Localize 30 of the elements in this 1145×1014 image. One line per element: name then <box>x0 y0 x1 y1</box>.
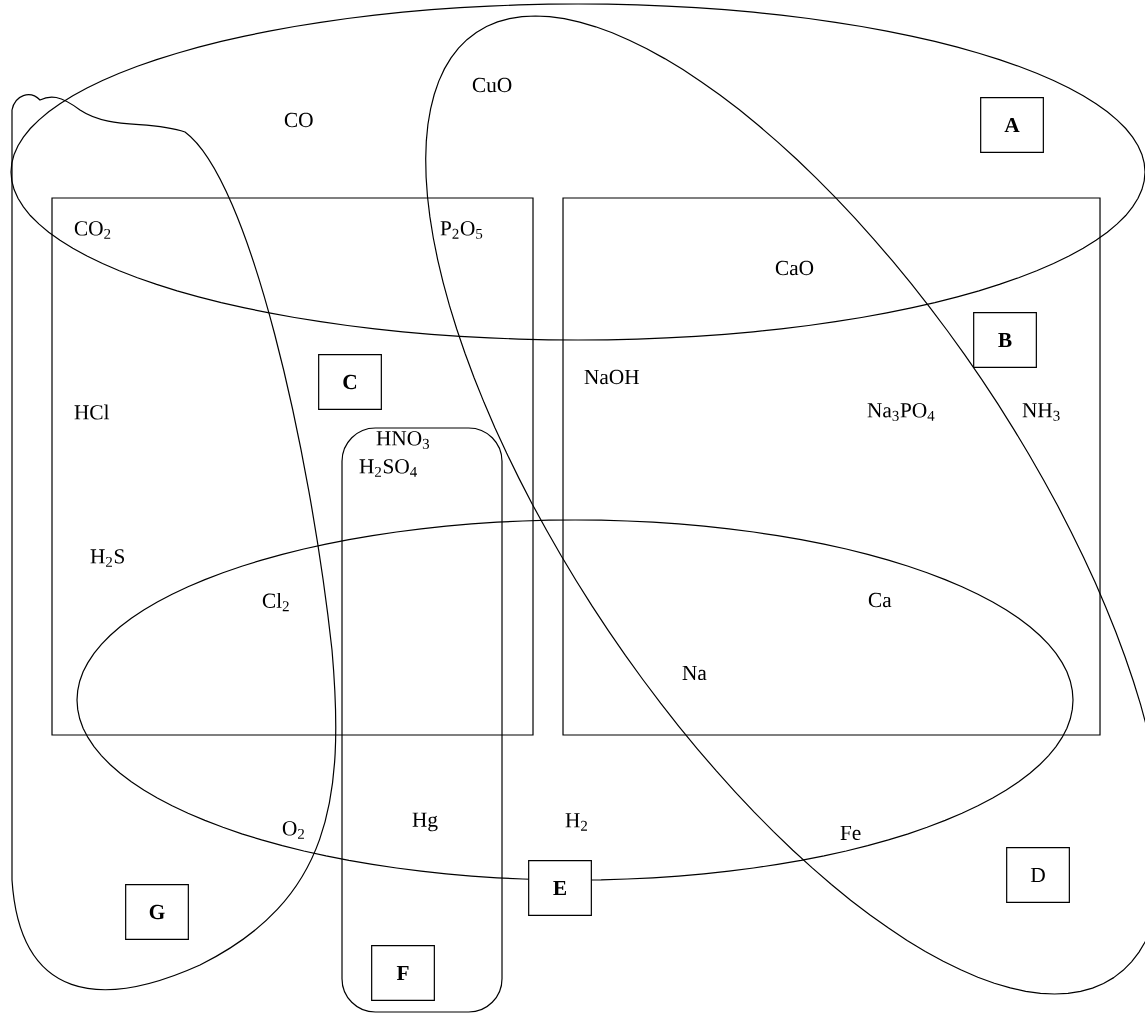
substance-label: CaO <box>775 260 814 276</box>
letter-box: E <box>528 860 592 916</box>
substance-label: Hg <box>412 812 438 832</box>
substance-label: P$_{2}$O$_{5}$ <box>440 221 483 239</box>
substance-label: Cl$_{2}$ <box>262 592 289 612</box>
letter-box: A <box>980 97 1044 153</box>
letter-box: F <box>371 945 435 1001</box>
substance-label: HNO$_{3}$ <box>376 431 430 449</box>
substance-label: H$_{2}$SO$_{4}$ <box>359 459 417 477</box>
substance-label: H$_{2}$S <box>90 549 124 567</box>
substance-label: Na <box>682 665 707 681</box>
set-outline <box>11 94 337 991</box>
substance-label: NaOH <box>584 369 639 385</box>
substance-label: HCl <box>74 404 110 420</box>
substance-label: CO <box>284 112 313 128</box>
letter-box: C <box>318 354 382 410</box>
set-outline <box>341 427 503 1013</box>
letter-box: B <box>973 312 1037 368</box>
substance-label: O$_{2}$ <box>282 821 304 839</box>
substance-label: Ca <box>868 592 892 608</box>
substance-label: Fe <box>840 825 861 841</box>
set-outline <box>76 519 1074 881</box>
letter-box: D <box>1006 847 1070 903</box>
substance-label: CO$_{2}$ <box>74 221 111 239</box>
set-outline <box>51 197 534 736</box>
substance-label: CuO <box>472 77 512 93</box>
letter-box: G <box>125 884 189 940</box>
substance-label: NH$_{3}$ <box>1022 403 1060 421</box>
substance-label: H$_{2}$ <box>565 813 587 831</box>
substance-label: Na$_{3}$PO$_{4}$ <box>867 403 935 421</box>
